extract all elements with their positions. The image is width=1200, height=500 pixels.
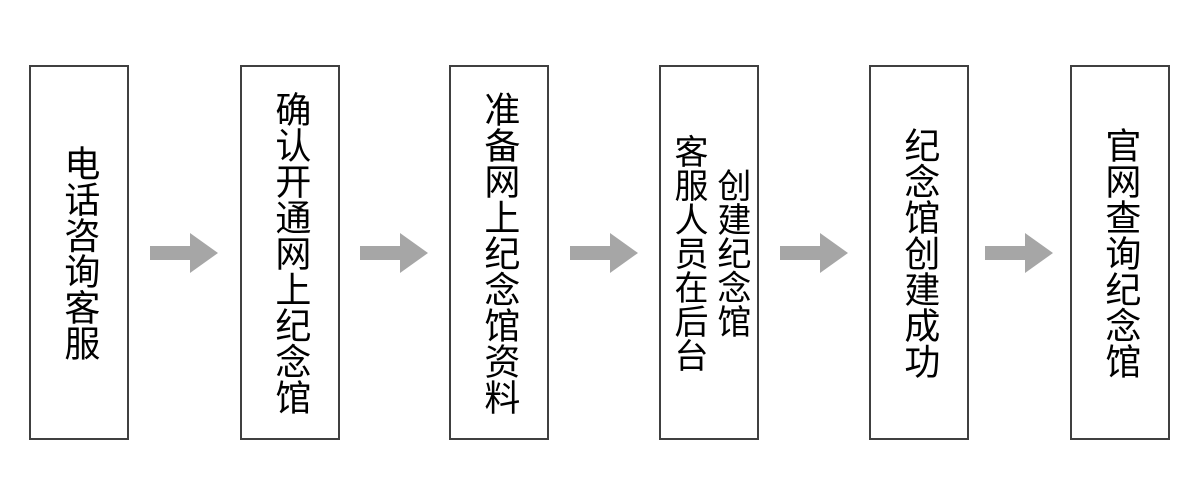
flowchart-sequence: 电话咨询客服 确认开通网上纪念馆 准备网上纪念馆资料 — [0, 65, 1200, 440]
flow-node-label-column-1: 创建纪念馆 — [711, 167, 750, 338]
arrow-right-icon — [150, 233, 218, 273]
flow-node-phone-consult-service[interactable]: 电话咨询客服 — [29, 65, 129, 440]
arrow-right-icon — [780, 233, 848, 273]
flow-node-label: 准备网上纪念馆资料 — [479, 90, 521, 415]
flow-node-label-column-2: 客服人员在后台 — [669, 133, 707, 372]
arrow-right-icon — [985, 233, 1053, 273]
flow-node-label: 电话咨询客服 — [59, 144, 101, 361]
flow-node-memorial-created-successfully[interactable]: 纪念馆创建成功 — [869, 65, 969, 440]
flow-node-staff-creates-memorial-backend[interactable]: 创建纪念馆 客服人员在后台 — [659, 65, 759, 440]
flow-node-label: 确认开通网上纪念馆 — [270, 90, 312, 415]
flow-node-label: 官网查询纪念馆 — [1100, 126, 1142, 379]
arrow-right-icon — [570, 233, 638, 273]
arrow-right-icon — [360, 233, 428, 273]
flow-node-confirm-open-online-memorial[interactable]: 确认开通网上纪念馆 — [240, 65, 340, 440]
flow-node-query-memorial-on-official-site[interactable]: 官网查询纪念馆 — [1070, 65, 1170, 440]
flow-node-prepare-memorial-materials[interactable]: 准备网上纪念馆资料 — [449, 65, 549, 440]
flow-node-label: 纪念馆创建成功 — [899, 126, 941, 379]
